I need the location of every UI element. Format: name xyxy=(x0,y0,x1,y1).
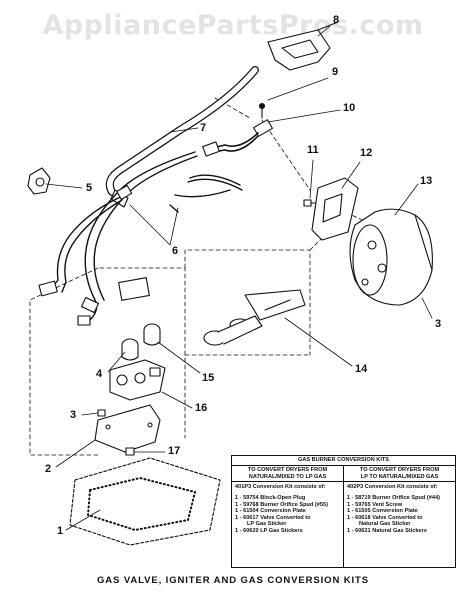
part-8-bracket xyxy=(267,21,339,71)
kit-table-title: GAS BURNER CONVERSION KITS xyxy=(232,456,455,466)
callout-11: 11 xyxy=(307,144,319,156)
kit-subtitle: 402P3 Conversion Kit consists of: xyxy=(347,484,438,490)
callout-5: 5 xyxy=(86,182,93,194)
callout-9: 9 xyxy=(332,66,339,78)
harness-connectors xyxy=(38,184,133,326)
kit-head-line: TO CONVERT DRYERS FROM xyxy=(359,467,440,473)
kit-item: 1 - 59754 Block-Open Plug xyxy=(235,495,306,501)
kit-item: 1 - 60621 Natural Gas Stickers xyxy=(347,527,427,534)
kit-item: 1 - 61505 Conversion Plate xyxy=(347,508,418,515)
part-15-coils xyxy=(118,277,161,361)
callout-4: 4 xyxy=(96,368,103,380)
kit-item: Natural Gas Sticker xyxy=(359,521,411,528)
kit-item: 1 - 60617 Valve Converted to xyxy=(235,514,311,521)
kit-item: 1 - 61504 Conversion Plate xyxy=(235,508,306,515)
kit-column-head: TO CONVERT DRYERS FROM LP TO NATURAL/MIX… xyxy=(344,467,455,482)
callout-14: 14 xyxy=(355,363,368,375)
kit-item: 1 - 59768 Burner Orifice Spud (#55) xyxy=(235,501,328,508)
part-7-gas-tube xyxy=(105,66,259,208)
part-1-base-plate xyxy=(69,457,221,546)
kit-column-lp-to-natural: TO CONVERT DRYERS FROM LP TO NATURAL/MIX… xyxy=(343,466,455,568)
callout-12: 12 xyxy=(360,147,373,159)
callout-8: 8 xyxy=(333,14,340,26)
callout-6: 6 xyxy=(172,245,179,257)
kit-head-line: LP TO NATURAL/MIXED GAS xyxy=(360,473,439,480)
part-16-gas-valve xyxy=(109,359,166,401)
kit-item: 1 - 59765 Vent Screw xyxy=(347,501,403,508)
part-17-screw xyxy=(125,447,135,456)
callout-3: 3 xyxy=(70,409,77,421)
callout-1: 1 xyxy=(57,525,64,537)
callout-7: 7 xyxy=(200,122,207,134)
part-10-connector xyxy=(211,102,273,153)
part-12-bracket xyxy=(311,177,359,241)
diagram-caption: GAS VALVE, IGNITER AND GAS CONVERSION KI… xyxy=(97,575,369,586)
kit-subtitle: 401P3 Conversion Kit consists of: xyxy=(235,484,326,490)
kit-item: 1 - 60620 LP Gas Stickers xyxy=(235,527,303,534)
callout-10: 10 xyxy=(343,102,356,114)
part-13-burner-shield xyxy=(349,208,433,306)
callout-3: 3 xyxy=(435,318,442,330)
kit-item: 1 - 60618 Valve Converted to xyxy=(347,514,423,521)
kit-item: 1 - 58719 Burner Orifice Spud (#44) xyxy=(347,495,440,501)
watermark: AppliancePartsPros.com xyxy=(42,10,424,41)
callout-13: 13 xyxy=(420,175,433,187)
conversion-kit-table: GAS BURNER CONVERSION KITS TO CONVERT DR… xyxy=(231,455,456,568)
callout-17: 17 xyxy=(168,445,181,457)
kit-column-head: TO CONVERT DRYERS FROM NATURAL/MIXED TO … xyxy=(232,467,343,482)
part-3-screw-left xyxy=(97,409,106,417)
callout-16: 16 xyxy=(195,402,208,414)
part-5-clip xyxy=(27,167,51,195)
kit-column-natural-to-lp: TO CONVERT DRYERS FROM NATURAL/MIXED TO … xyxy=(232,466,343,568)
kit-head-line: NATURAL/MIXED TO LP GAS xyxy=(248,473,327,480)
callout-15: 15 xyxy=(202,372,215,384)
leader-lines xyxy=(45,25,433,531)
part-14-igniter xyxy=(203,289,306,346)
kit-item: LP Gas Sticker xyxy=(247,521,287,528)
callout-2: 2 xyxy=(45,463,52,475)
kit-head-line: TO CONVERT DRYERS FROM xyxy=(247,467,328,473)
